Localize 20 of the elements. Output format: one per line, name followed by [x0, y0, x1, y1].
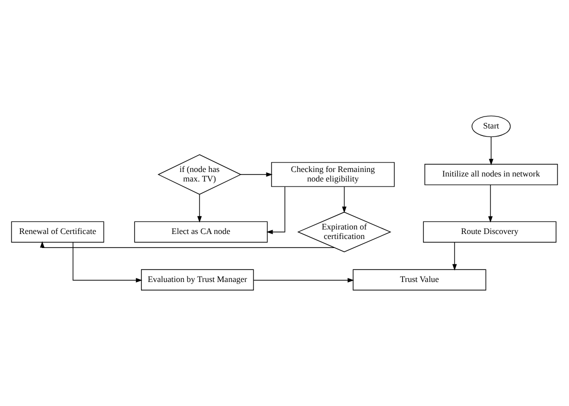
arrow: [197, 194, 202, 223]
node-box: Evaluation by Trust Manager: [141, 269, 254, 291]
arrow: [240, 172, 273, 177]
arrow: [342, 186, 347, 213]
arrow: [488, 136, 494, 166]
node-box: Renewal of Certificate: [11, 221, 104, 243]
arrow: [40, 241, 335, 248]
node-box: Route Discovery: [423, 221, 556, 243]
node-box: Elect as CA node: [134, 221, 268, 243]
arrow: [72, 242, 142, 282]
node-diamond: Expiration of certification: [297, 212, 392, 252]
node-box: Initilize all nodes in network: [424, 164, 558, 186]
node-box: Checking for Remaining node eligibility: [271, 162, 395, 187]
node-diamond: if (node has max. TV): [158, 154, 242, 195]
node-box: Trust Value: [352, 269, 486, 291]
node-ellipse: Start: [472, 116, 511, 138]
arrow: [452, 242, 457, 271]
arrow: [266, 186, 286, 234]
arrow: [488, 184, 493, 223]
arrow: [253, 278, 354, 282]
